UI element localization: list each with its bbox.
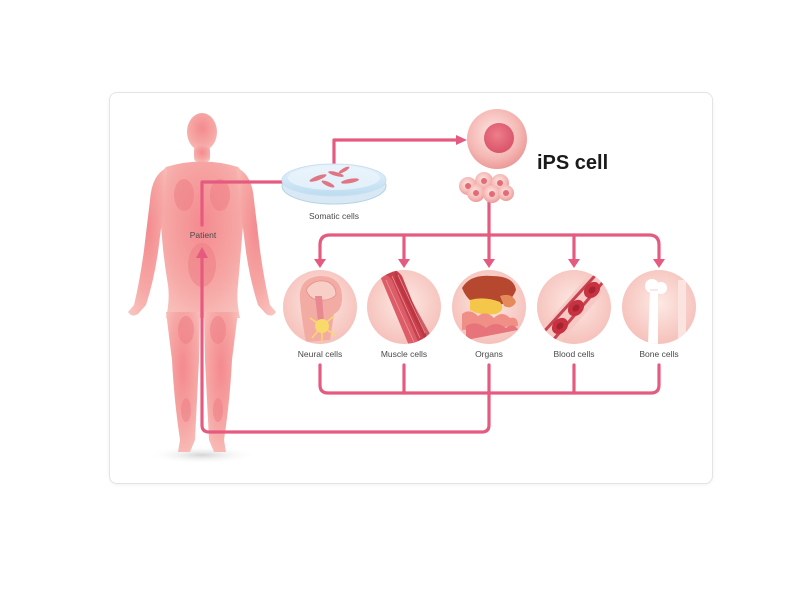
petri-dish: Somatic cells	[281, 163, 387, 221]
somatic-cells-icon	[309, 166, 359, 188]
ips-cell-cluster-icon	[459, 172, 514, 203]
cell-type-label: Blood cells	[553, 349, 594, 359]
bone-cells-node: Bone cells	[622, 270, 696, 359]
cell-type-label: Muscle cells	[381, 349, 427, 359]
arrow-head-patient	[196, 247, 208, 258]
ips-cell-title: iPS cell	[537, 152, 608, 174]
arrow-return-to-patient	[200, 254, 491, 434]
cell-type-label: Bone cells	[639, 349, 678, 359]
distribution-bar	[318, 233, 661, 264]
ips-cell: iPS cell	[459, 109, 608, 203]
bone-cells-icon	[622, 270, 696, 344]
arrow-head-ips	[456, 135, 467, 145]
neural-cells-node: Neural cells	[283, 270, 357, 359]
patient-figure: Patient	[128, 113, 276, 464]
organs-node: Organs	[452, 270, 526, 359]
patient-label: Patient	[190, 230, 217, 240]
blood-cells-node: Blood cells	[537, 270, 611, 359]
flow-arrows	[196, 135, 665, 434]
cell-type-label: Neural cells	[298, 349, 342, 359]
somatic-cells-label: Somatic cells	[309, 211, 359, 221]
arrow-patient-to-dish	[200, 180, 292, 227]
muscle-cells-node: Muscle cells	[367, 270, 441, 359]
arrow-dish-to-ips	[332, 138, 460, 172]
arrow-heads-to-cells	[314, 259, 665, 268]
cell-type-label: Organs	[475, 349, 503, 359]
patient-shadow	[147, 446, 257, 464]
